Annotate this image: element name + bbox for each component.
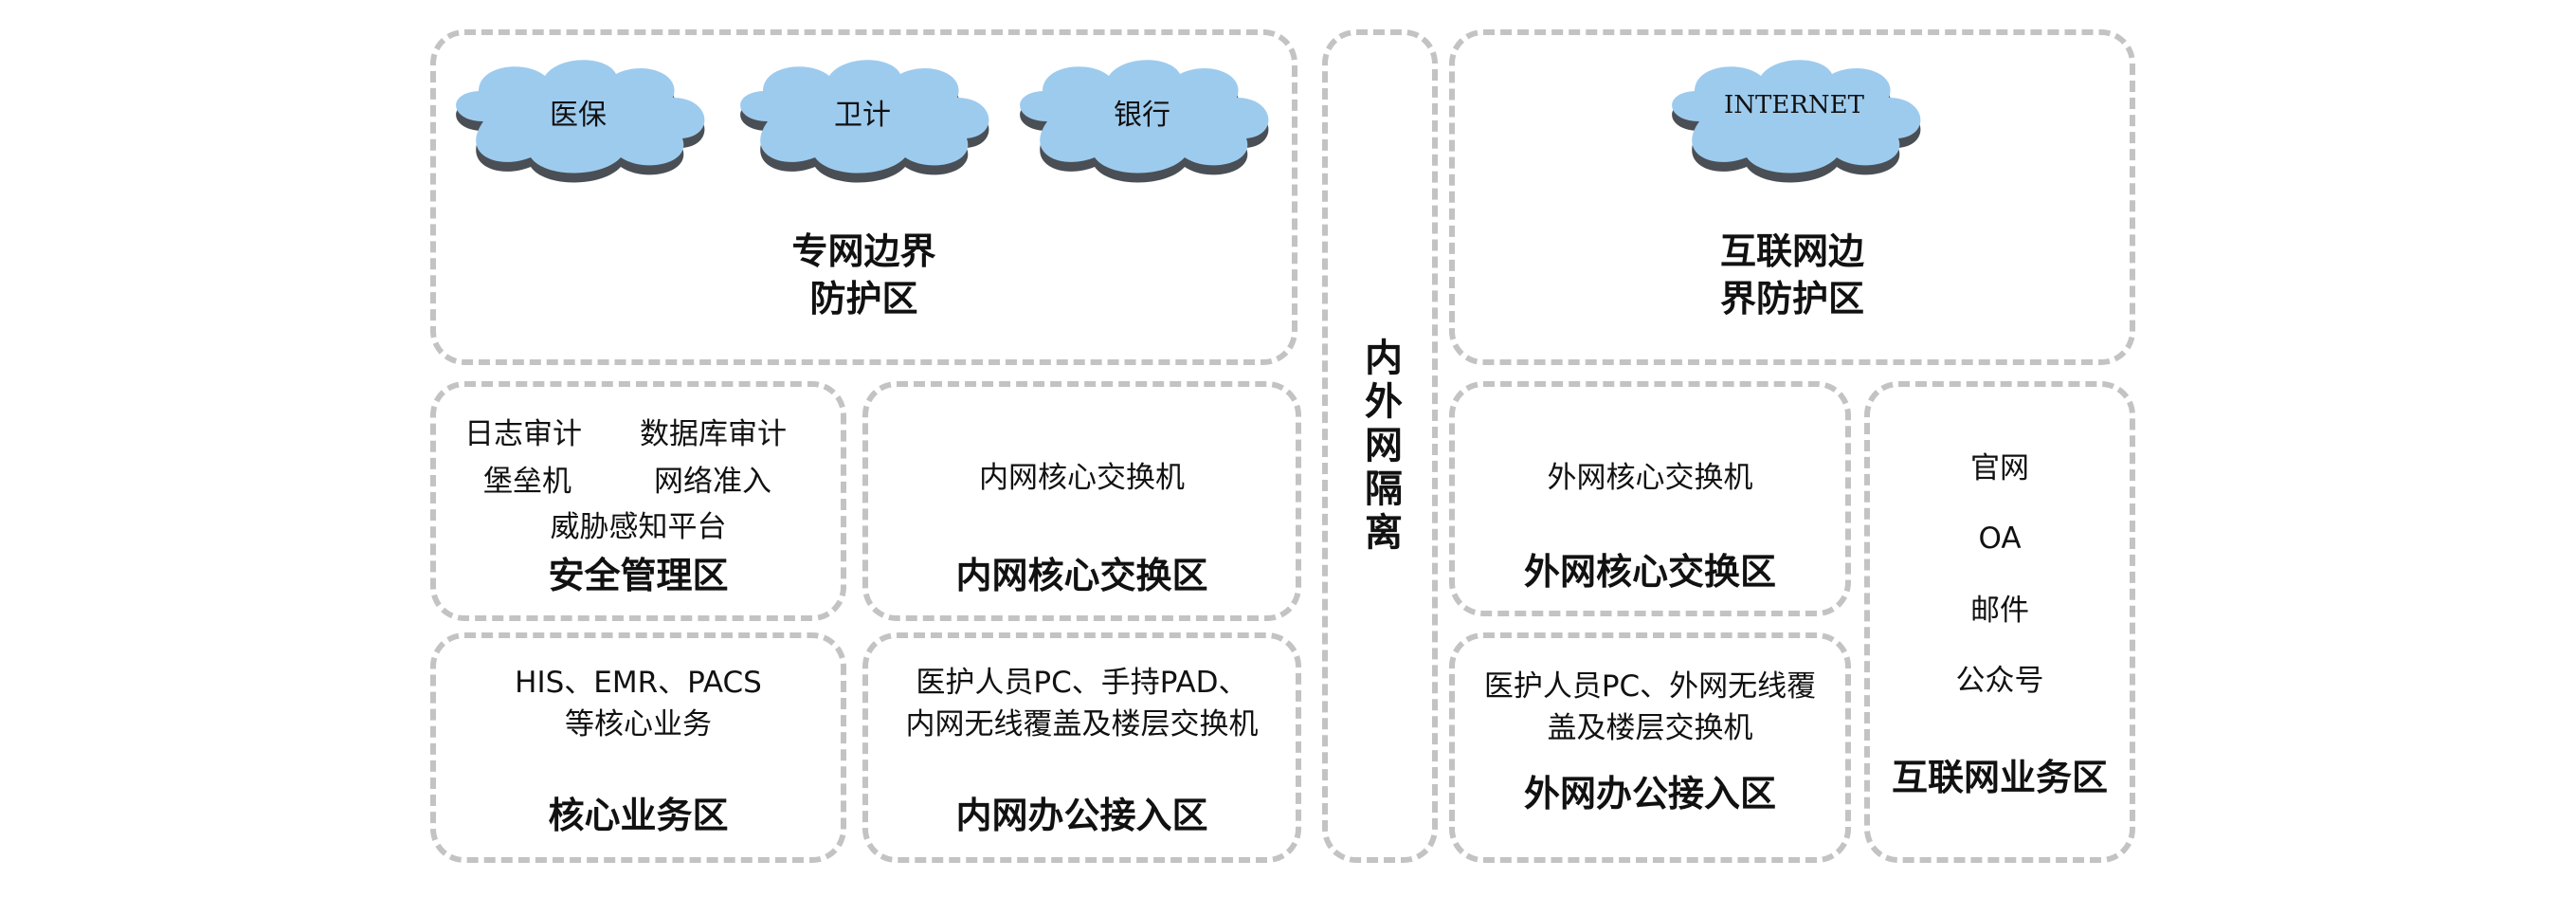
item-log-audit: 日志审计 — [464, 417, 582, 451]
cloud-medical-insurance: 医保 — [441, 55, 716, 183]
security-management-title: 安全管理区 — [548, 555, 729, 596]
core-business-zone — [430, 632, 846, 863]
private-boundary-zone — [430, 29, 1297, 365]
item-official-account: 公众号 — [1955, 664, 2044, 698]
item-threat-platform: 威胁感知平台 — [550, 510, 727, 544]
private-boundary-title: 专网边界 防护区 — [430, 228, 1297, 322]
item-email: 邮件 — [1970, 594, 2029, 628]
title-line: 专网边界 — [791, 230, 936, 272]
inner-core-switch: 内网核心交换机 — [979, 461, 1185, 495]
core-business-title: 核心业务区 — [548, 795, 729, 836]
outer-office-title: 外网办公接入区 — [1523, 773, 1776, 815]
item-website: 官网 — [1970, 451, 2029, 485]
item-bastion: 堡垒机 — [483, 465, 571, 499]
outer-office-zone — [1449, 632, 1851, 863]
outer-office-desc: 盖及楼层交换机 — [1547, 711, 1753, 745]
outer-core-switch: 外网核心交换机 — [1547, 461, 1753, 495]
internet-business-title: 互联网业务区 — [1891, 757, 2108, 798]
inner-office-desc: 内网无线覆盖及楼层交换机 — [905, 707, 1259, 741]
core-business-desc: 等核心业务 — [565, 707, 712, 741]
inner-office-desc: 医护人员PC、手持PAD、 — [916, 666, 1248, 700]
isolation-title: 内外网隔离 — [1322, 29, 1438, 863]
item-nac: 网络准入 — [654, 465, 771, 499]
internet-business-zone — [1864, 381, 2135, 863]
isolation-zone — [1322, 29, 1438, 863]
cloud-bank: 银行 — [1005, 55, 1279, 183]
internet-boundary-title: 互联网边 界防护区 — [1449, 228, 2135, 322]
inner-core-title: 内网核心交换区 — [955, 555, 1208, 596]
cloud-health-commission: 卫计 — [725, 55, 1000, 183]
inner-office-zone — [862, 632, 1301, 863]
cloud-label: INTERNET — [1724, 91, 1864, 119]
internet-boundary-zone — [1449, 29, 2135, 365]
inner-office-title: 内网办公接入区 — [955, 795, 1208, 836]
item-db-audit: 数据库审计 — [640, 417, 787, 451]
isolation-label: 内外网隔离 — [1358, 337, 1402, 556]
cloud-label: 医保 — [550, 99, 607, 132]
inner-core-zone — [862, 381, 1301, 621]
title-line: 界防护区 — [1719, 278, 1864, 320]
cloud-label: 银行 — [1114, 99, 1170, 132]
cloud-internet: INTERNET — [1657, 55, 1932, 183]
outer-core-zone — [1449, 381, 1851, 616]
outer-core-title: 外网核心交换区 — [1523, 551, 1776, 593]
item-oa: OA — [1978, 522, 2022, 556]
cloud-label: 卫计 — [834, 99, 891, 132]
title-line: 防护区 — [809, 278, 918, 320]
core-business-desc: HIS、EMR、PACS — [515, 666, 762, 700]
security-management-zone — [430, 381, 846, 621]
outer-office-desc: 医护人员PC、外网无线覆 — [1483, 669, 1817, 704]
title-line: 互联网边 — [1719, 230, 1864, 272]
